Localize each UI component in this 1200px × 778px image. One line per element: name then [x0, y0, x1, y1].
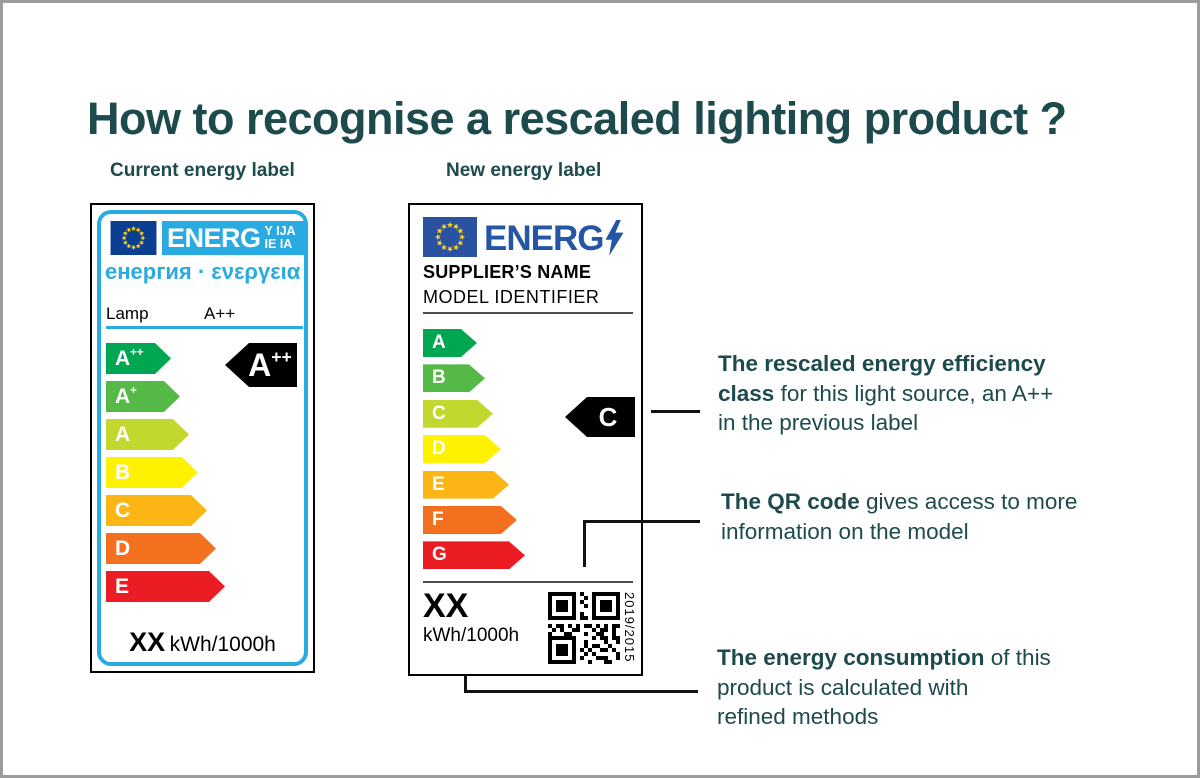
old-consumption: XX kWh/1000h [92, 627, 313, 658]
current-energy-label: ENERG Y IJA IE IA енергия · ενεργεια Lam… [90, 203, 315, 673]
new-energy-label: ENERG SUPPLIER’S NAME MODEL IDENTIFIER A… [408, 203, 643, 676]
class-arrow-d: D [423, 435, 501, 463]
consumption-value: XX [129, 627, 166, 657]
current-label-heading: Current energy label [110, 160, 295, 181]
model-identifier: MODEL IDENTIFIER [423, 287, 600, 307]
connector-line-qr-vertical [583, 520, 586, 567]
product-type-label: Lamp [106, 304, 149, 323]
class-arrow-e: E [423, 471, 509, 499]
class-arrow-b: B [106, 457, 198, 488]
energ-multilingual-text: енергия · ενεργεια [105, 259, 301, 284]
class-arrow-e: E [106, 571, 225, 602]
divider [423, 312, 633, 314]
old-label-cyan-frame [97, 210, 308, 666]
annotation-qr-code: The QR code gives access to more informa… [721, 489, 1078, 544]
class-arrow-a-plus: A+ [106, 381, 180, 412]
eu-flag-icon [110, 221, 157, 255]
class-arrow-c: C [106, 495, 207, 526]
eu-flag-icon [423, 217, 477, 257]
consumption-value: XX [423, 587, 469, 625]
page-title: How to recognise a rescaled lighting pro… [87, 93, 1067, 145]
class-arrow-b: B [423, 364, 485, 392]
connector-line-efficiency [651, 410, 700, 413]
old-label-energ-band: ENERG Y IJA IE IA [162, 221, 305, 255]
supplier-name: SUPPLIER’S NAME [423, 262, 592, 282]
qr-code [548, 592, 620, 664]
consumption-unit: kWh/1000h [423, 625, 520, 646]
connector-line-consumption-horizontal [464, 690, 698, 693]
connector-line-qr-horizontal [583, 520, 700, 523]
annotation-rescaled-class: The rescaled energy efficiency class for… [718, 351, 1054, 435]
class-arrow-g: G [423, 541, 525, 569]
consumption-unit: kWh/1000h [169, 633, 276, 656]
regulation-reference: 2019/2015 [622, 592, 637, 663]
product-declared-class: A++ [204, 304, 236, 323]
class-arrow-f: F [423, 506, 517, 534]
divider [423, 581, 633, 583]
energ-wordmark: ENERG [484, 219, 624, 259]
lightning-bolt-icon [605, 220, 624, 256]
new-class-ladder: A B C D E F G [423, 329, 525, 577]
annotation-energy-consumption: The energy consumption of this product i… [717, 645, 1051, 729]
class-arrow-c: C [423, 400, 493, 428]
new-rated-class-indicator: C [565, 397, 635, 437]
new-label-heading: New energy label [446, 160, 602, 181]
old-class-ladder: A++ A+ A B C D E [106, 343, 225, 609]
divider [106, 326, 303, 329]
energ-wordmark: ENERG [167, 222, 261, 253]
connector-line-consumption-vertical [464, 675, 467, 693]
class-arrow-a: A [106, 419, 189, 450]
class-arrow-a-plus-plus: A++ [106, 343, 171, 374]
energ-language-suffixes: Y IJA IE IA [264, 224, 296, 251]
class-arrow-a: A [423, 329, 477, 357]
class-arrow-d: D [106, 533, 216, 564]
